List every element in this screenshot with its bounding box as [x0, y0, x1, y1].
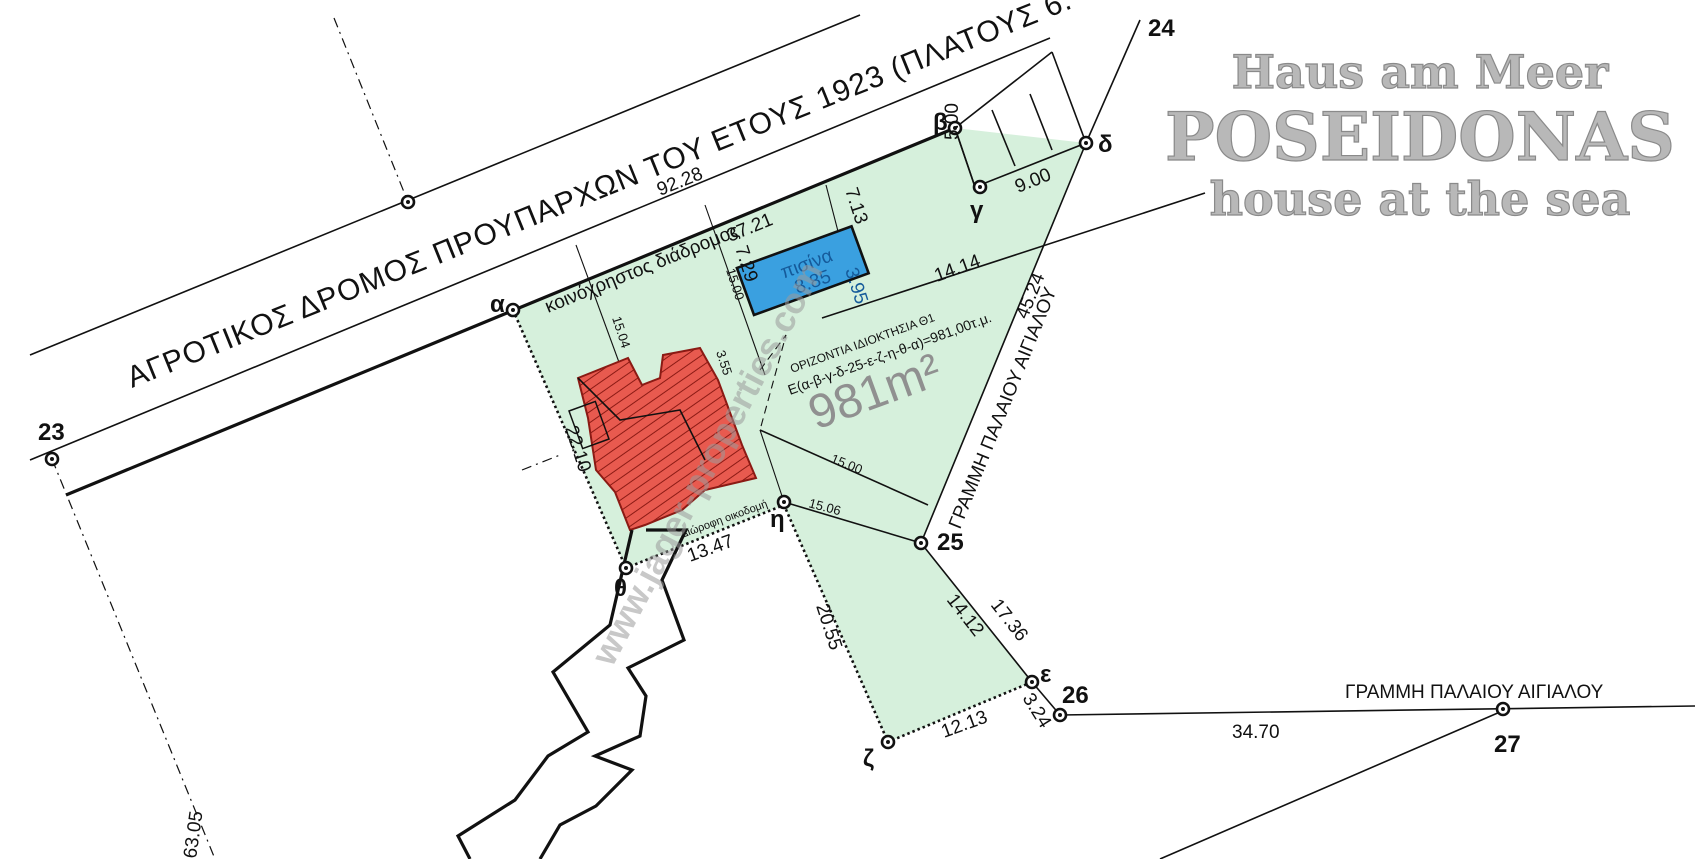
- label-25: 25: [937, 529, 964, 556]
- label-d: δ: [1098, 131, 1113, 158]
- shore-line-27: [1159, 711, 1501, 859]
- guide-dash-box: [759, 334, 787, 431]
- guide-1500: [704, 204, 766, 376]
- label-24: 24: [1148, 15, 1175, 42]
- dim-355: 3.55: [713, 348, 735, 377]
- lot-line-1500: [759, 429, 929, 506]
- neighbour-outline: [538, 528, 689, 859]
- dim-6305: 63.05: [180, 810, 207, 859]
- label-h: η: [770, 506, 785, 533]
- building: [568, 346, 758, 532]
- parking-bays: [1051, 51, 1087, 144]
- lot-line-1414: [821, 192, 1206, 319]
- neighbour-outline-2: [455, 529, 634, 859]
- label-26: 26: [1062, 682, 1089, 709]
- label-23: 23: [38, 419, 65, 446]
- bay-1: [991, 109, 1016, 167]
- lot-line-1506: [783, 501, 922, 544]
- brand-line1: Haus am Meer: [1232, 45, 1610, 99]
- guide-1504: [575, 244, 621, 366]
- survey-line-4: [521, 454, 561, 471]
- brand-title: Haus am Meer POSEIDONAS house at the sea: [1164, 44, 1675, 226]
- survey-line-2: [51, 458, 216, 859]
- road-line-top: [29, 14, 861, 356]
- plot-area: [513, 128, 1086, 742]
- dim-324: 3.24: [1018, 690, 1056, 733]
- parking-top: [954, 51, 1053, 129]
- shore-line-26-27: [1059, 705, 1695, 716]
- label-g: γ: [970, 197, 984, 224]
- bay-2: [1029, 93, 1053, 151]
- survey-points: [44, 120, 1511, 750]
- label-th: θ: [614, 575, 627, 602]
- pool: πισίνα 8.85: [735, 224, 871, 317]
- shoreline-label-bottom: ΓΡΑΜΜΗ ΠΑΛΑΙΟΥ ΑΙΓΙΑΛΟΥ: [1345, 682, 1604, 703]
- road-line-mid: [29, 37, 1051, 461]
- guide-house-plot: [759, 429, 785, 503]
- dim-500: 5.00: [942, 103, 963, 140]
- label-b: β: [933, 109, 948, 136]
- label-e: ε: [1040, 661, 1051, 688]
- brand-line2: POSEIDONAS: [1165, 98, 1675, 176]
- bay-3: [954, 127, 976, 188]
- survey-line-1: [333, 17, 409, 203]
- label-a: α: [490, 291, 505, 318]
- label-27: 27: [1494, 731, 1521, 758]
- dim-3470: 34.70: [1232, 722, 1280, 743]
- line-24: [1085, 19, 1141, 144]
- label-z: ζ: [863, 745, 874, 772]
- brand-line3: house at the sea: [1210, 172, 1631, 226]
